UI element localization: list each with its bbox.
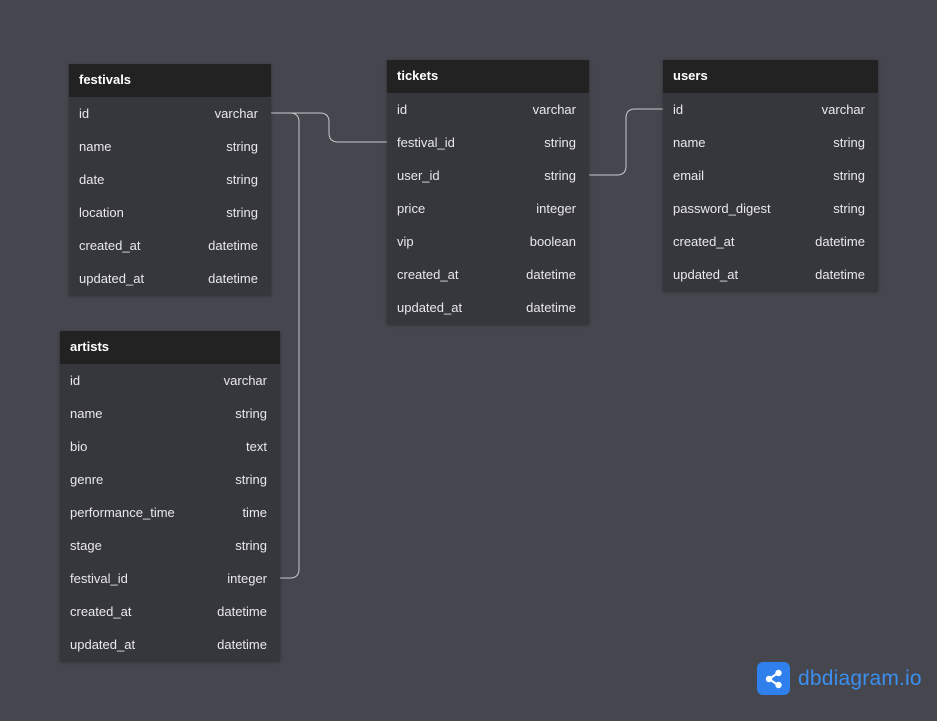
field-row[interactable]: festival_id string — [387, 126, 589, 159]
table-tickets-header[interactable]: tickets — [387, 60, 589, 93]
field-name: updated_at — [673, 267, 739, 282]
field-type: string — [544, 168, 576, 183]
field-type: varchar — [214, 106, 258, 121]
connector-tickets-festival-id-to-festivals-id — [271, 112, 388, 143]
field-name: vip — [397, 234, 414, 249]
field-row[interactable]: bio text — [60, 430, 280, 463]
field-row[interactable]: vip boolean — [387, 225, 589, 258]
field-name: id — [673, 102, 684, 117]
connector-artists-festival-id-to-festivals-id — [271, 112, 300, 579]
field-row[interactable]: password_digest string — [663, 192, 878, 225]
field-type: datetime — [815, 234, 865, 249]
field-type: varchar — [532, 102, 576, 117]
field-row[interactable]: created_at datetime — [60, 595, 280, 628]
brand-name: dbdiagram.io — [798, 666, 922, 690]
field-row[interactable]: price integer — [387, 192, 589, 225]
field-type: string — [833, 135, 865, 150]
field-row[interactable]: festival_id integer — [60, 562, 280, 595]
field-row[interactable]: genre string — [60, 463, 280, 496]
field-row[interactable]: name string — [60, 397, 280, 430]
field-name: created_at — [70, 604, 132, 619]
field-type: text — [246, 439, 267, 454]
field-type: time — [242, 505, 267, 520]
field-row[interactable]: created_at datetime — [69, 229, 271, 262]
field-type: varchar — [223, 373, 267, 388]
table-artists[interactable]: artists id varchar name string bio text genre s… — [60, 331, 280, 661]
field-name: id — [70, 373, 81, 388]
field-row[interactable]: id varchar — [387, 93, 589, 126]
share-nodes-icon — [757, 662, 790, 695]
field-row[interactable]: email string — [663, 159, 878, 192]
field-type: string — [235, 472, 267, 487]
field-name: performance_time — [70, 505, 175, 520]
brand-watermark[interactable]: dbdiagram.io — [757, 662, 922, 695]
field-name: name — [79, 139, 112, 154]
field-row[interactable]: performance_time time — [60, 496, 280, 529]
field-name: name — [673, 135, 706, 150]
field-row[interactable]: created_at datetime — [387, 258, 589, 291]
field-name: price — [397, 201, 426, 216]
field-type: string — [544, 135, 576, 150]
table-artists-header[interactable]: artists — [60, 331, 280, 364]
field-name: date — [79, 172, 105, 187]
field-name: email — [673, 168, 705, 183]
field-name: password_digest — [673, 201, 771, 216]
field-type: datetime — [526, 300, 576, 315]
field-name: stage — [70, 538, 102, 553]
field-row[interactable]: updated_at datetime — [387, 291, 589, 324]
field-name: user_id — [397, 168, 440, 183]
field-name: festival_id — [397, 135, 455, 150]
field-row[interactable]: date string — [69, 163, 271, 196]
field-name: updated_at — [70, 637, 136, 652]
field-name: updated_at — [397, 300, 463, 315]
field-row[interactable]: user_id string — [387, 159, 589, 192]
field-name: genre — [70, 472, 104, 487]
field-type: string — [833, 168, 865, 183]
field-row[interactable]: name string — [69, 130, 271, 163]
field-type: string — [235, 406, 267, 421]
field-name: id — [397, 102, 408, 117]
table-festivals-header[interactable]: festivals — [69, 64, 271, 97]
field-row[interactable]: updated_at datetime — [60, 628, 280, 661]
connector-tickets-user-id-to-users-id — [589, 108, 663, 176]
field-name: location — [79, 205, 124, 220]
field-row[interactable]: stage string — [60, 529, 280, 562]
field-name: updated_at — [79, 271, 145, 286]
field-type: string — [226, 205, 258, 220]
field-name: bio — [70, 439, 88, 454]
field-type: string — [833, 201, 865, 216]
field-row[interactable]: name string — [663, 126, 878, 159]
field-type: datetime — [208, 238, 258, 253]
field-type: integer — [227, 571, 267, 586]
field-type: datetime — [208, 271, 258, 286]
field-type: datetime — [526, 267, 576, 282]
field-name: festival_id — [70, 571, 128, 586]
field-row[interactable]: updated_at datetime — [663, 258, 878, 291]
field-row[interactable]: location string — [69, 196, 271, 229]
field-type: datetime — [217, 637, 267, 652]
field-row[interactable]: id varchar — [60, 364, 280, 397]
field-name: created_at — [79, 238, 141, 253]
field-type: string — [226, 139, 258, 154]
field-type: string — [235, 538, 267, 553]
field-name: created_at — [397, 267, 459, 282]
field-type: varchar — [821, 102, 865, 117]
table-users-header[interactable]: users — [663, 60, 878, 93]
field-type: integer — [536, 201, 576, 216]
field-type: boolean — [529, 234, 576, 249]
field-type: datetime — [815, 267, 865, 282]
field-row[interactable]: id varchar — [69, 97, 271, 130]
field-row[interactable]: updated_at datetime — [69, 262, 271, 295]
field-type: string — [226, 172, 258, 187]
field-name: name — [70, 406, 103, 421]
field-row[interactable]: id varchar — [663, 93, 878, 126]
field-name: id — [79, 106, 90, 121]
field-type: datetime — [217, 604, 267, 619]
field-name: created_at — [673, 234, 735, 249]
field-row[interactable]: created_at datetime — [663, 225, 878, 258]
